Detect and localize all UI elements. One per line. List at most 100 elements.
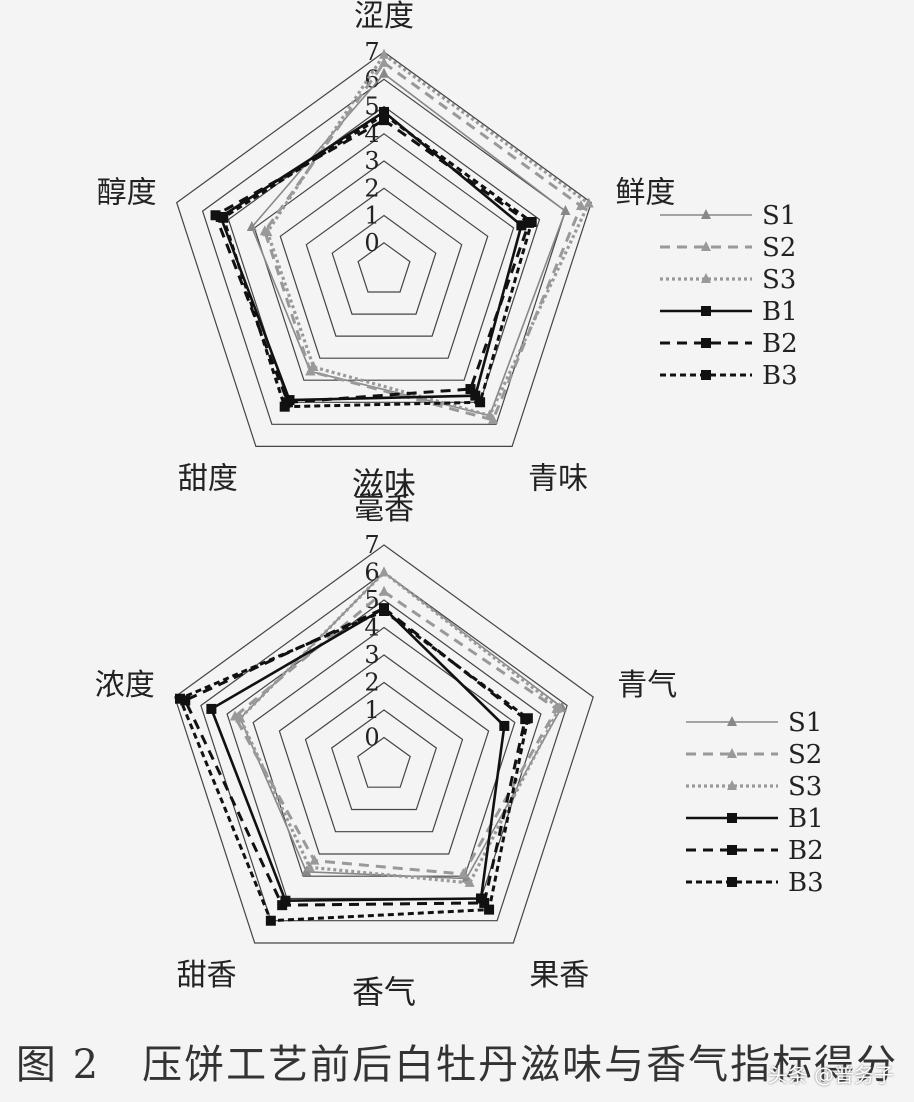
grid-ring-4 bbox=[253, 133, 515, 381]
series-line-B3 bbox=[221, 112, 534, 409]
grid-ring-3 bbox=[279, 160, 489, 359]
legend-label: S3 bbox=[788, 772, 822, 802]
data-point-S1 bbox=[246, 221, 257, 232]
axis-label: 涩度 bbox=[354, 0, 414, 34]
legend-label: B2 bbox=[762, 329, 798, 359]
data-point-S1 bbox=[379, 67, 389, 78]
axis-label: 青气 bbox=[617, 668, 677, 703]
data-point-S2 bbox=[575, 200, 586, 211]
data-point-B3 bbox=[174, 693, 185, 704]
data-point-B2 bbox=[180, 695, 191, 706]
data-point-B3 bbox=[279, 401, 290, 412]
data-point-S2 bbox=[458, 868, 469, 879]
data-point-S3 bbox=[379, 48, 389, 59]
legend-marker-B3 bbox=[701, 370, 711, 380]
axis-label: 青味 bbox=[528, 461, 588, 496]
data-point-B3 bbox=[218, 212, 229, 223]
grid-ring-0 bbox=[357, 242, 411, 293]
data-point-B2 bbox=[465, 384, 476, 395]
grid-ring-6 bbox=[200, 571, 568, 922]
legend-marker-S1 bbox=[701, 209, 711, 219]
data-point-S3 bbox=[235, 712, 246, 723]
watermark: 头条 @普务子 bbox=[767, 1063, 894, 1087]
axis-label: 甜度 bbox=[178, 461, 238, 496]
tick-label: 7 bbox=[364, 38, 379, 66]
axis-label: 浓度 bbox=[95, 668, 155, 703]
axis-label: 果香 bbox=[529, 958, 589, 993]
tick-label: 5 bbox=[364, 93, 379, 121]
series-line-B1 bbox=[209, 606, 506, 903]
series-line-B2 bbox=[213, 118, 531, 404]
tick-label: 1 bbox=[364, 696, 379, 724]
legend-marker-B3 bbox=[727, 877, 737, 887]
tick-label: 3 bbox=[364, 641, 379, 669]
grid-ring-1 bbox=[330, 709, 438, 811]
legend-marker-B1 bbox=[701, 306, 711, 316]
grid-ring-2 bbox=[304, 681, 464, 833]
data-point-B2 bbox=[379, 115, 389, 126]
tick-label: 4 bbox=[364, 614, 379, 642]
data-point-B1 bbox=[206, 703, 217, 714]
legend-marker-S1 bbox=[727, 716, 737, 726]
grid-ring-7 bbox=[175, 51, 593, 447]
data-point-B1 bbox=[470, 390, 481, 401]
legend-label: S2 bbox=[762, 233, 796, 263]
data-point-S3 bbox=[379, 566, 389, 577]
legend-marker-S3 bbox=[727, 780, 737, 790]
legend-label: B1 bbox=[788, 804, 824, 834]
tick-label: 2 bbox=[364, 669, 379, 697]
legend-label: B1 bbox=[762, 297, 798, 327]
data-point-S3 bbox=[464, 876, 475, 887]
legend-label: S3 bbox=[762, 265, 796, 295]
chart-title: 香气 bbox=[352, 973, 416, 1011]
legend-label: B2 bbox=[788, 836, 824, 866]
data-point-B2 bbox=[277, 900, 288, 911]
legend-marker-S2 bbox=[701, 241, 711, 251]
data-point-S3 bbox=[262, 226, 273, 237]
data-point-B3 bbox=[522, 713, 533, 724]
data-point-S3 bbox=[484, 409, 495, 420]
grid-ring-0 bbox=[357, 736, 411, 788]
grid-ring-3 bbox=[278, 654, 490, 855]
data-point-S3 bbox=[583, 197, 594, 208]
legend-marker-B1 bbox=[727, 813, 737, 823]
series-line-S3 bbox=[265, 52, 591, 418]
grid-ring-7 bbox=[174, 544, 594, 944]
grid-ring-1 bbox=[331, 214, 437, 315]
data-point-B2 bbox=[210, 210, 221, 221]
series-line-S2 bbox=[263, 60, 583, 422]
tick-label: 0 bbox=[364, 229, 379, 257]
series-line-B1 bbox=[219, 110, 523, 402]
data-point-S3 bbox=[304, 861, 315, 872]
legend-label: S2 bbox=[788, 740, 822, 770]
data-point-S2 bbox=[309, 854, 320, 865]
figure-caption: 图 2 压饼工艺前后白牡丹滋味与香气指标得分 bbox=[15, 1042, 899, 1088]
legend-marker-S3 bbox=[701, 273, 711, 283]
grid-ring-2 bbox=[305, 187, 463, 337]
tick-label: 4 bbox=[364, 120, 379, 148]
tick-label: 3 bbox=[364, 147, 379, 175]
legend-label: B3 bbox=[762, 361, 798, 391]
series-line-S2 bbox=[232, 589, 559, 876]
tick-label: 6 bbox=[364, 559, 379, 587]
axis-label: 醇度 bbox=[97, 176, 157, 211]
tick-label: 1 bbox=[364, 202, 379, 230]
data-point-S2 bbox=[379, 585, 389, 596]
tick-label: 7 bbox=[364, 531, 379, 559]
chart-title: 滋味 bbox=[352, 465, 416, 503]
data-point-S1 bbox=[560, 205, 571, 216]
grid-ring-5 bbox=[227, 105, 541, 403]
legend-label: B3 bbox=[788, 868, 824, 898]
data-point-B3 bbox=[379, 606, 389, 616]
series-line-B3 bbox=[178, 609, 530, 923]
legend-marker-B2 bbox=[701, 338, 711, 348]
tick-label: 2 bbox=[364, 174, 379, 202]
data-point-S3 bbox=[308, 361, 319, 372]
tick-label: 0 bbox=[364, 724, 379, 752]
legend-label: S1 bbox=[788, 708, 822, 738]
series-line-S1 bbox=[250, 72, 567, 417]
data-point-B3 bbox=[484, 904, 495, 915]
axis-label: 甜香 bbox=[177, 958, 237, 993]
